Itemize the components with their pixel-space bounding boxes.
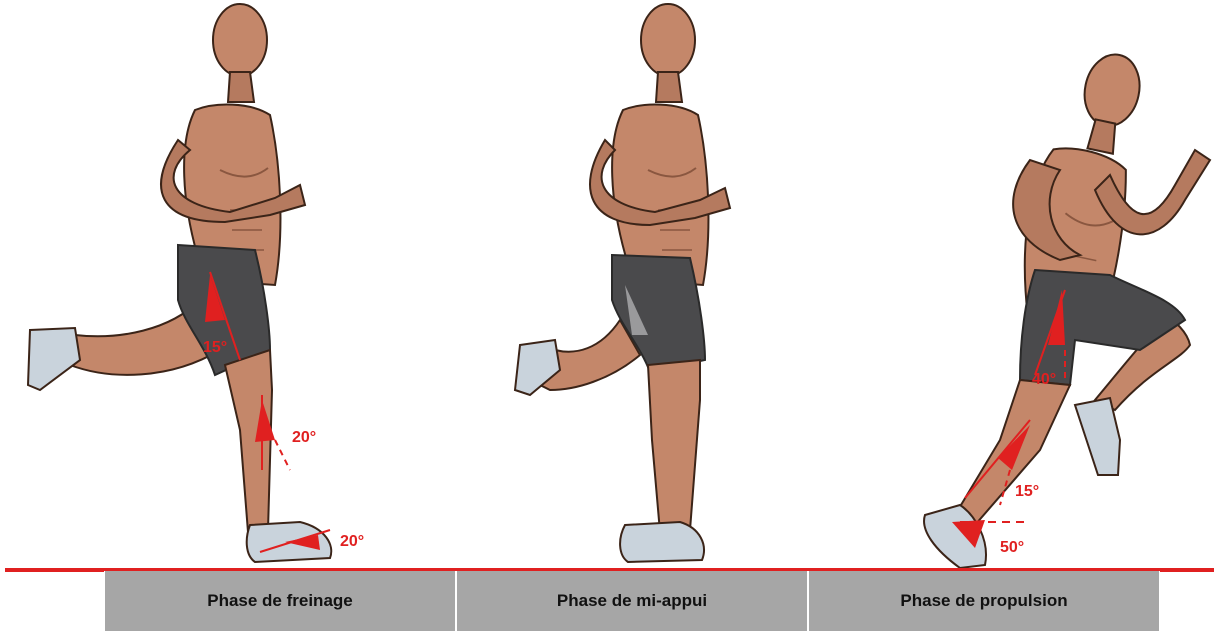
runner-braking: 15° 20° 20°: [28, 4, 364, 562]
ankle-angle-braking: 20°: [340, 533, 364, 550]
phase-label-bar: Phase de freinage Phase de mi-appui Phas…: [104, 571, 1160, 631]
knee-angle-propulsion: 15°: [1015, 483, 1039, 500]
knee-angle-braking: 20°: [292, 429, 316, 446]
hip-angle-propulsion: 40°: [1032, 371, 1056, 388]
phase-label-midstance: Phase de mi-appui: [456, 571, 808, 631]
phase-label-braking: Phase de freinage: [104, 571, 456, 631]
runner-propulsion: 40° 15° 50°: [924, 43, 1210, 568]
ankle-angle-propulsion: 50°: [1000, 539, 1024, 556]
runner-midstance: [515, 4, 730, 562]
phase-label-propulsion: Phase de propulsion: [808, 571, 1160, 631]
hip-angle-braking: 15°: [203, 339, 227, 356]
